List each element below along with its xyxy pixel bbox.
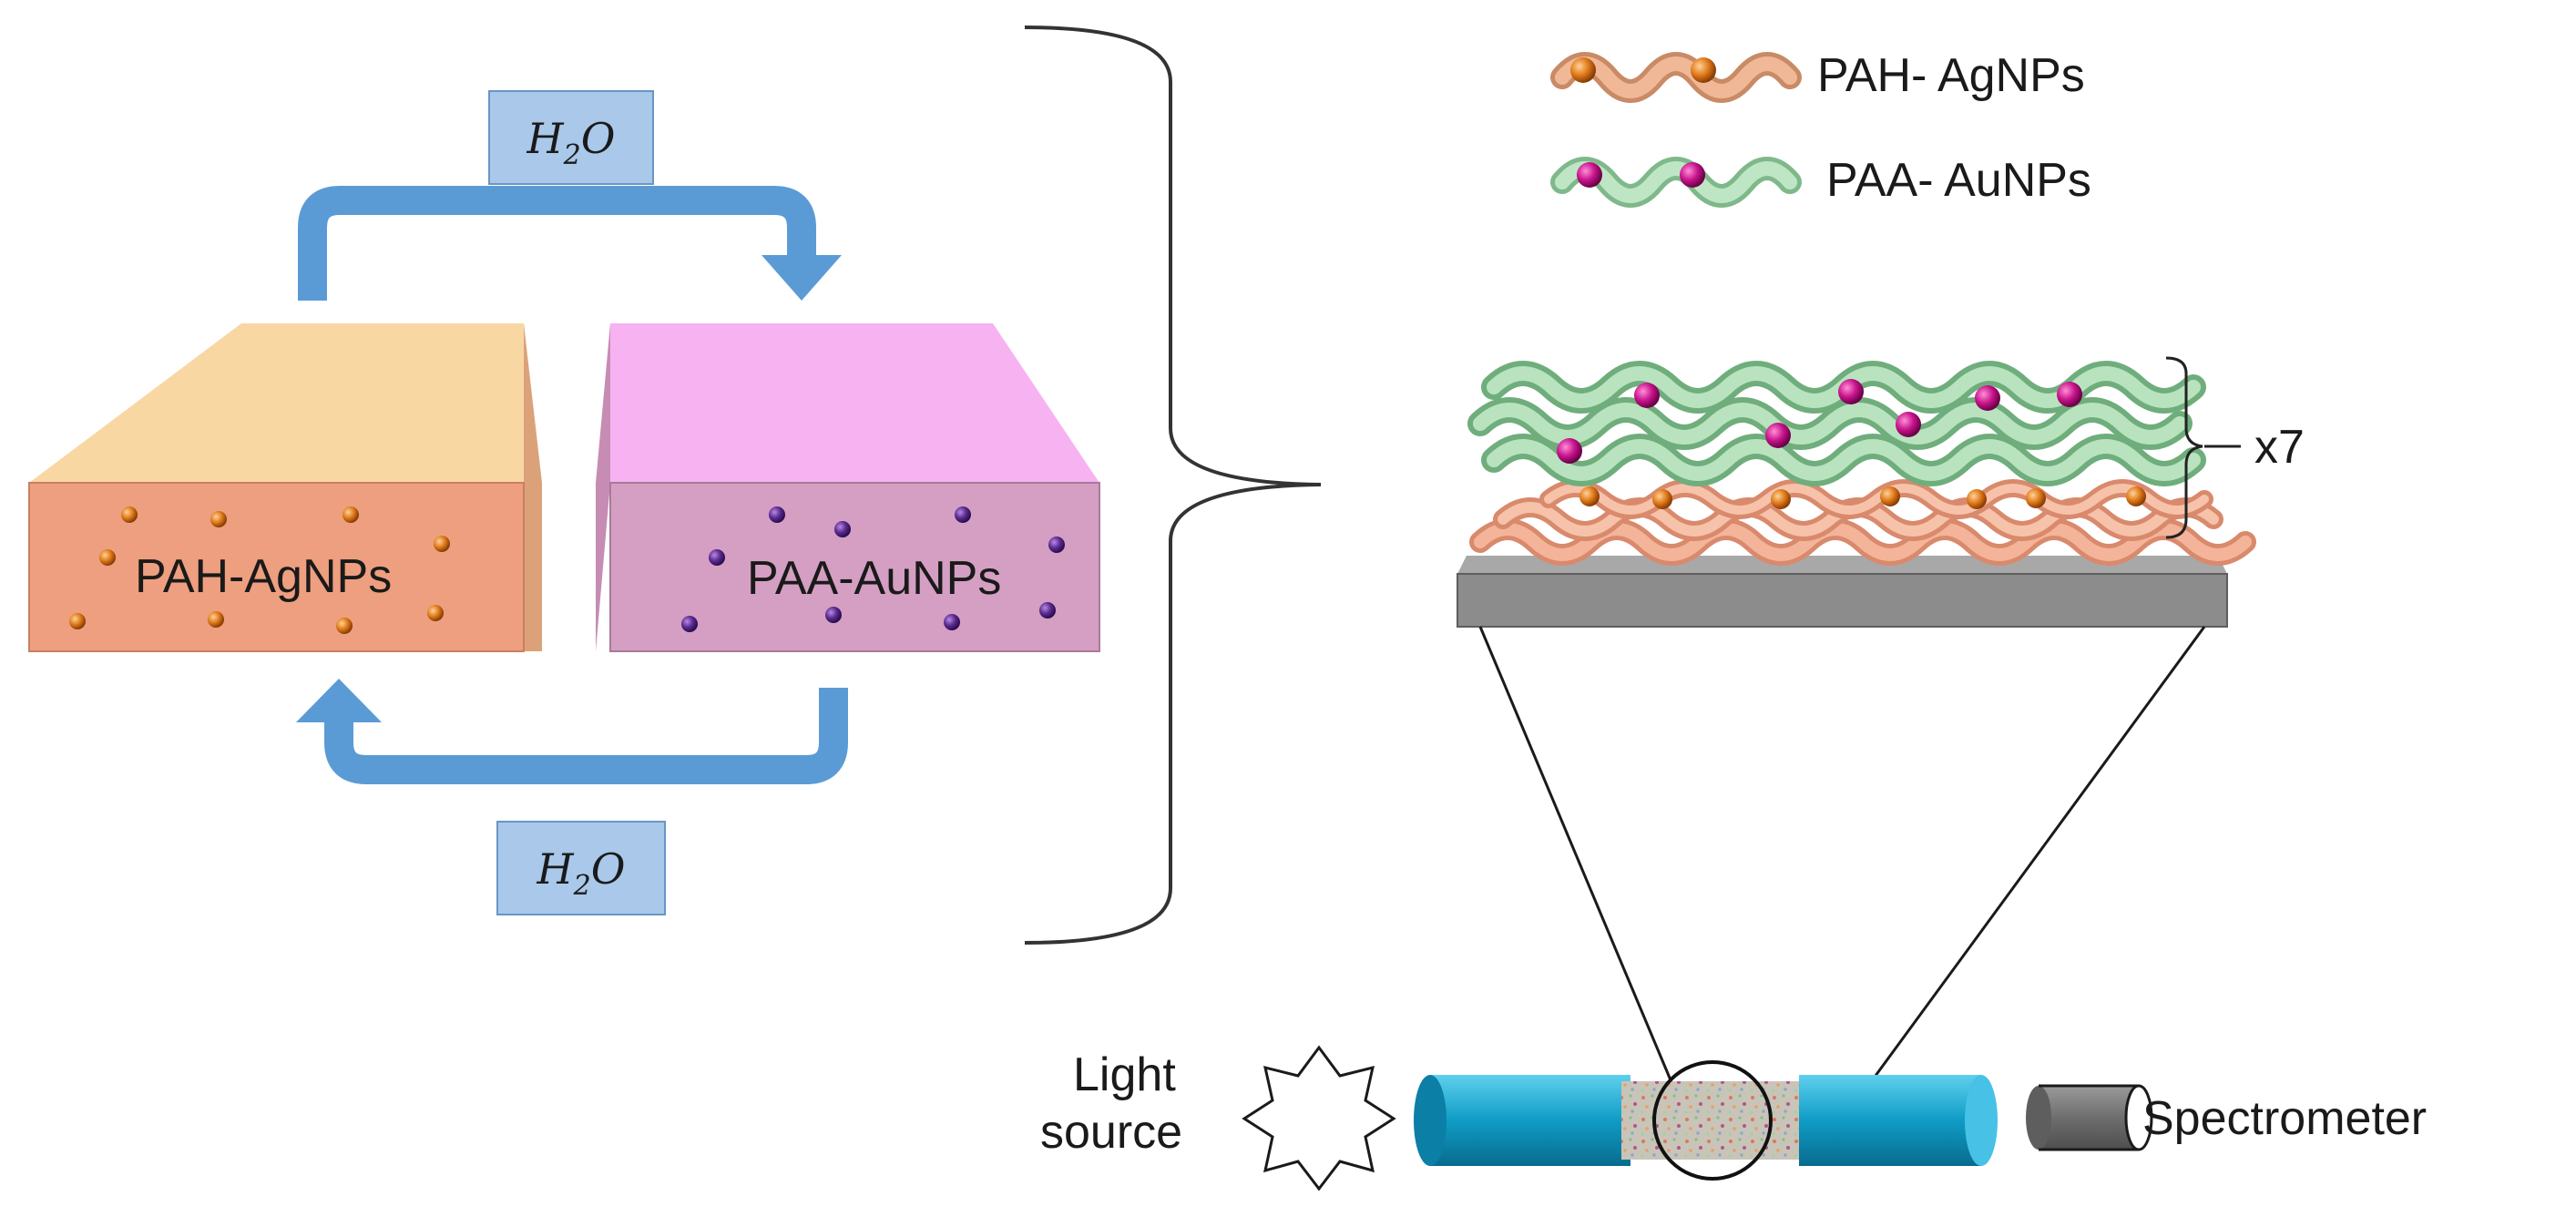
water-top-base: H: [526, 114, 565, 163]
multilayer-film: x7: [1457, 356, 2305, 628]
water-rinse-bottom: H2O: [496, 821, 666, 915]
top-arrow-head: [762, 255, 842, 301]
repeat-brace: [2165, 356, 2203, 539]
legend-label-pah: PAH- AgNPs: [1817, 49, 2085, 102]
substrate-slab: [1457, 556, 2228, 628]
svg-text:H2O: H2O: [526, 114, 616, 171]
water-rinse-top: H2O: [488, 90, 654, 185]
water-bottom-tail: O: [591, 844, 626, 894]
spectrometer-label: Spectrometer: [2142, 1092, 2427, 1145]
repeat-count-label: x7: [2254, 421, 2305, 474]
svg-text:H2O: H2O: [537, 844, 626, 902]
water-top-tail: O: [581, 114, 616, 163]
tank-left-label: PAH-AgNPs: [135, 550, 392, 603]
top-flow-arrow: [298, 186, 816, 301]
au-particle-icon: [1577, 162, 1602, 188]
legend: PAH- AgNPs PAA- AuNPs: [1550, 49, 2091, 208]
light-source-star-icon: [1242, 1045, 1396, 1191]
legend-label-paa: PAA- AuNPs: [1826, 154, 2091, 207]
ag-particles-in-film: [1579, 486, 2146, 509]
grouping-brace: [1024, 26, 1322, 945]
legend-item-paa: PAA- AuNPs: [1550, 154, 2091, 208]
paa-layer: [1467, 361, 2206, 486]
tank-right-label: PAA-AuNPs: [747, 552, 1001, 605]
fiber-setup: Light source Spectrometer: [1040, 1045, 2427, 1191]
pah-agnps-tank: PAH-AgNPs: [28, 323, 542, 652]
pah-layer: [1469, 479, 2256, 566]
spectrometer-icon: [2026, 1084, 2153, 1151]
water-bottom-sub: 2: [573, 870, 591, 902]
process-cycle: H2O H2O PAH-AgNPs: [28, 90, 1100, 915]
water-top-sub: 2: [563, 139, 581, 171]
paa-aunps-tank: PAA-AuNPs: [596, 323, 1100, 652]
legend-item-pah: PAH- AgNPs: [1550, 49, 2085, 103]
bottom-arrow-head: [296, 679, 382, 722]
bottom-flow-arrow: [324, 688, 848, 784]
fiber-sensing-region: [1621, 1081, 1804, 1160]
water-bottom-base: H: [537, 844, 575, 894]
fiber-left-segment: [1414, 1075, 1630, 1166]
light-source-label-line1: Light: [1073, 1048, 1176, 1101]
zoom-circle: [1652, 1060, 1773, 1181]
au-particles-in-film: [1557, 379, 2082, 464]
light-source-label-line2: source: [1040, 1106, 1182, 1159]
ag-particle-icon: [1570, 57, 1596, 83]
zoom-lines: [1478, 626, 2206, 1094]
fiber-right-segment: [1799, 1075, 1998, 1166]
